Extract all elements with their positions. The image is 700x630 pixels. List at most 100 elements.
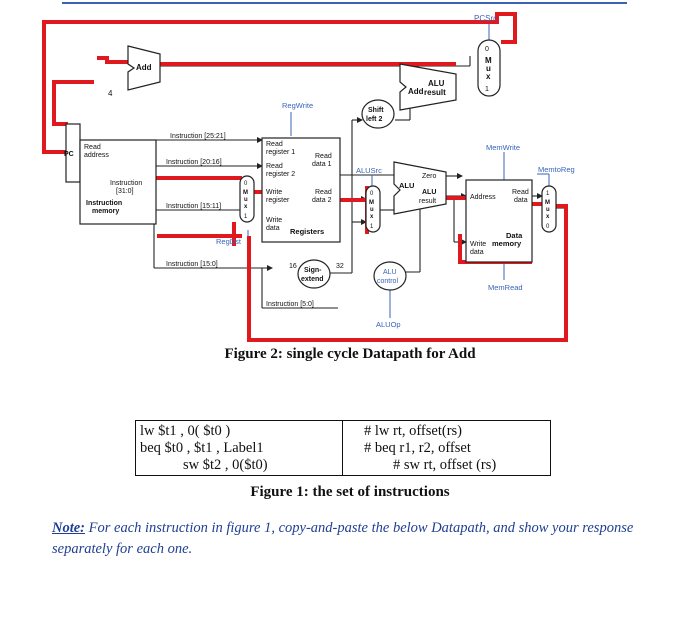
shift-label-2: left 2 (366, 116, 382, 123)
branch-add-label: Add (408, 87, 424, 96)
datapath-diagram: 0 M u x 1 PCSrc Add 4 Add ALU result Shi… (42, 2, 627, 342)
regdst-label: RegDst (216, 237, 242, 246)
pcsrc-label: PCSrc (474, 14, 497, 23)
comment-sw: # sw rt, offset (rs) (393, 457, 497, 473)
pc-label: PC (64, 151, 74, 158)
note-paragraph: Note: For each instruction in figure 1, … (52, 518, 652, 560)
reg-rd1-label-b: data 1 (312, 161, 332, 168)
dmem-memory-label: memory (492, 239, 522, 248)
instruction-beq: beq $t0 , $t1 , Label1 (140, 440, 264, 456)
reg-rd2-label-b: data 2 (312, 197, 332, 204)
svg-text:1: 1 (370, 224, 374, 230)
table-divider (342, 421, 343, 475)
sign-extend-label-2: extend (301, 276, 324, 283)
data-memory (465, 179, 533, 263)
shift-left-2 (361, 99, 395, 129)
reg-read2-label-a: Read (266, 163, 283, 170)
alusrc-label: ALUSrc (356, 166, 382, 175)
regwrite-label: RegWrite (282, 101, 313, 110)
svg-text:1: 1 (546, 191, 550, 197)
svg-text:u: u (370, 207, 374, 213)
svg-text:M: M (243, 190, 248, 196)
figure-1-caption: Figure 1: the set of instructions (250, 484, 450, 500)
alu-label-2: ALU (422, 189, 436, 196)
reg-read2-label-b: register 2 (266, 171, 295, 178)
instruction-sw: sw $t2 , 0($t0) (183, 457, 268, 473)
dmem-write-label-b: data (470, 249, 484, 256)
main-alu (393, 161, 447, 215)
dmem-write-label-a: Write (470, 241, 486, 248)
svg-text:x: x (244, 204, 248, 210)
pc-adder-label: Add (136, 63, 152, 72)
svg-text:0: 0 (370, 191, 374, 197)
branch-alu-label: ALU (428, 79, 445, 88)
reg-wdata-label-a: Write (266, 217, 282, 224)
read-address-label-1: Read (84, 144, 101, 151)
svg-text:0: 0 (546, 224, 550, 230)
dmem-read-label-a: Read (512, 189, 529, 196)
svg-text:x: x (370, 214, 374, 220)
instr-25-21-label: Instruction [25:21] (170, 133, 226, 140)
alu-label: ALU (399, 181, 414, 190)
instruction-table: lw $t1 , 0( $t0 ) beq $t0 , $t1 , Label1… (135, 420, 551, 476)
svg-text:u: u (244, 197, 248, 203)
alusrc-mux: 0 M u x 1 (365, 185, 381, 233)
imem-label-2: [31:0] (116, 188, 134, 195)
instr-5-0-label: Instruction [5:0] (266, 301, 314, 308)
memwrite-label: MemWrite (486, 143, 520, 152)
instr-15-0-label: Instruction [15:0] (166, 261, 218, 268)
branch-adder (399, 63, 457, 111)
instr-20-16-label: Instruction [20:16] (166, 159, 222, 166)
zero-label: Zero (422, 173, 437, 180)
reg-rd1-label-a: Read (315, 153, 332, 160)
svg-text:1: 1 (244, 214, 248, 220)
highlighted-path (42, 12, 568, 342)
reg-write-label-a: Write (266, 189, 282, 196)
read-address-label-2: address (84, 152, 109, 159)
reg-read1-label-b: register 1 (266, 149, 295, 156)
bits-16-label: 16 (289, 263, 297, 270)
svg-text:0: 0 (244, 181, 248, 187)
pcsrc-mux: 0 M u x 1 (477, 39, 501, 97)
control-wires (247, 24, 550, 318)
dmem-read-label-b: data (514, 197, 528, 204)
sign-extend (297, 259, 331, 289)
comment-beq: # beq r1, r2, offset (364, 440, 471, 456)
pc-adder (127, 45, 161, 91)
svg-text:0: 0 (485, 46, 489, 53)
reg-read1-label-a: Read (266, 141, 283, 148)
imem-label-4: memory (92, 208, 119, 215)
instruction-memory (79, 139, 157, 225)
registers-label: Registers (290, 227, 324, 236)
alu-control-label-2: control (377, 278, 398, 285)
svg-text:M: M (369, 200, 374, 206)
aluop-label: ALUOp (376, 320, 401, 329)
svg-text:1: 1 (485, 86, 489, 93)
branch-result-label: result (424, 88, 446, 97)
imem-label-3: Instruction (86, 200, 122, 207)
svg-text:M: M (545, 200, 550, 206)
register-file (261, 137, 341, 243)
figure-2-caption: Figure 2: single cycle Datapath for Add (224, 346, 476, 362)
reg-wdata-label-b: data (266, 225, 280, 232)
bits-32-label: 32 (336, 263, 344, 270)
constant-four: 4 (108, 89, 113, 98)
alu-result-label: result (419, 198, 436, 205)
shift-label-1: Shift (368, 107, 384, 114)
svg-text:u: u (486, 64, 491, 73)
svg-text:x: x (546, 214, 550, 220)
reg-write-label-b: register (266, 197, 290, 204)
sign-extend-label-1: Sign- (304, 267, 322, 274)
comment-lw: # lw rt, offset(rs) (364, 423, 462, 439)
memtoreg-label: MemtoReg (538, 165, 575, 174)
note-text: For each instruction in figure 1, copy-a… (52, 520, 634, 557)
svg-text:x: x (486, 72, 491, 81)
note-label: Note: (52, 520, 86, 536)
alu-control-label-1: ALU (383, 269, 397, 276)
svg-text:u: u (546, 207, 550, 213)
instr-15-11-label: Instruction [15:11] (166, 203, 221, 210)
reg-rd2-label-a: Read (315, 189, 332, 196)
svg-text:M: M (485, 56, 492, 65)
alu-control (373, 261, 407, 291)
dmem-address-label: Address (470, 194, 496, 201)
